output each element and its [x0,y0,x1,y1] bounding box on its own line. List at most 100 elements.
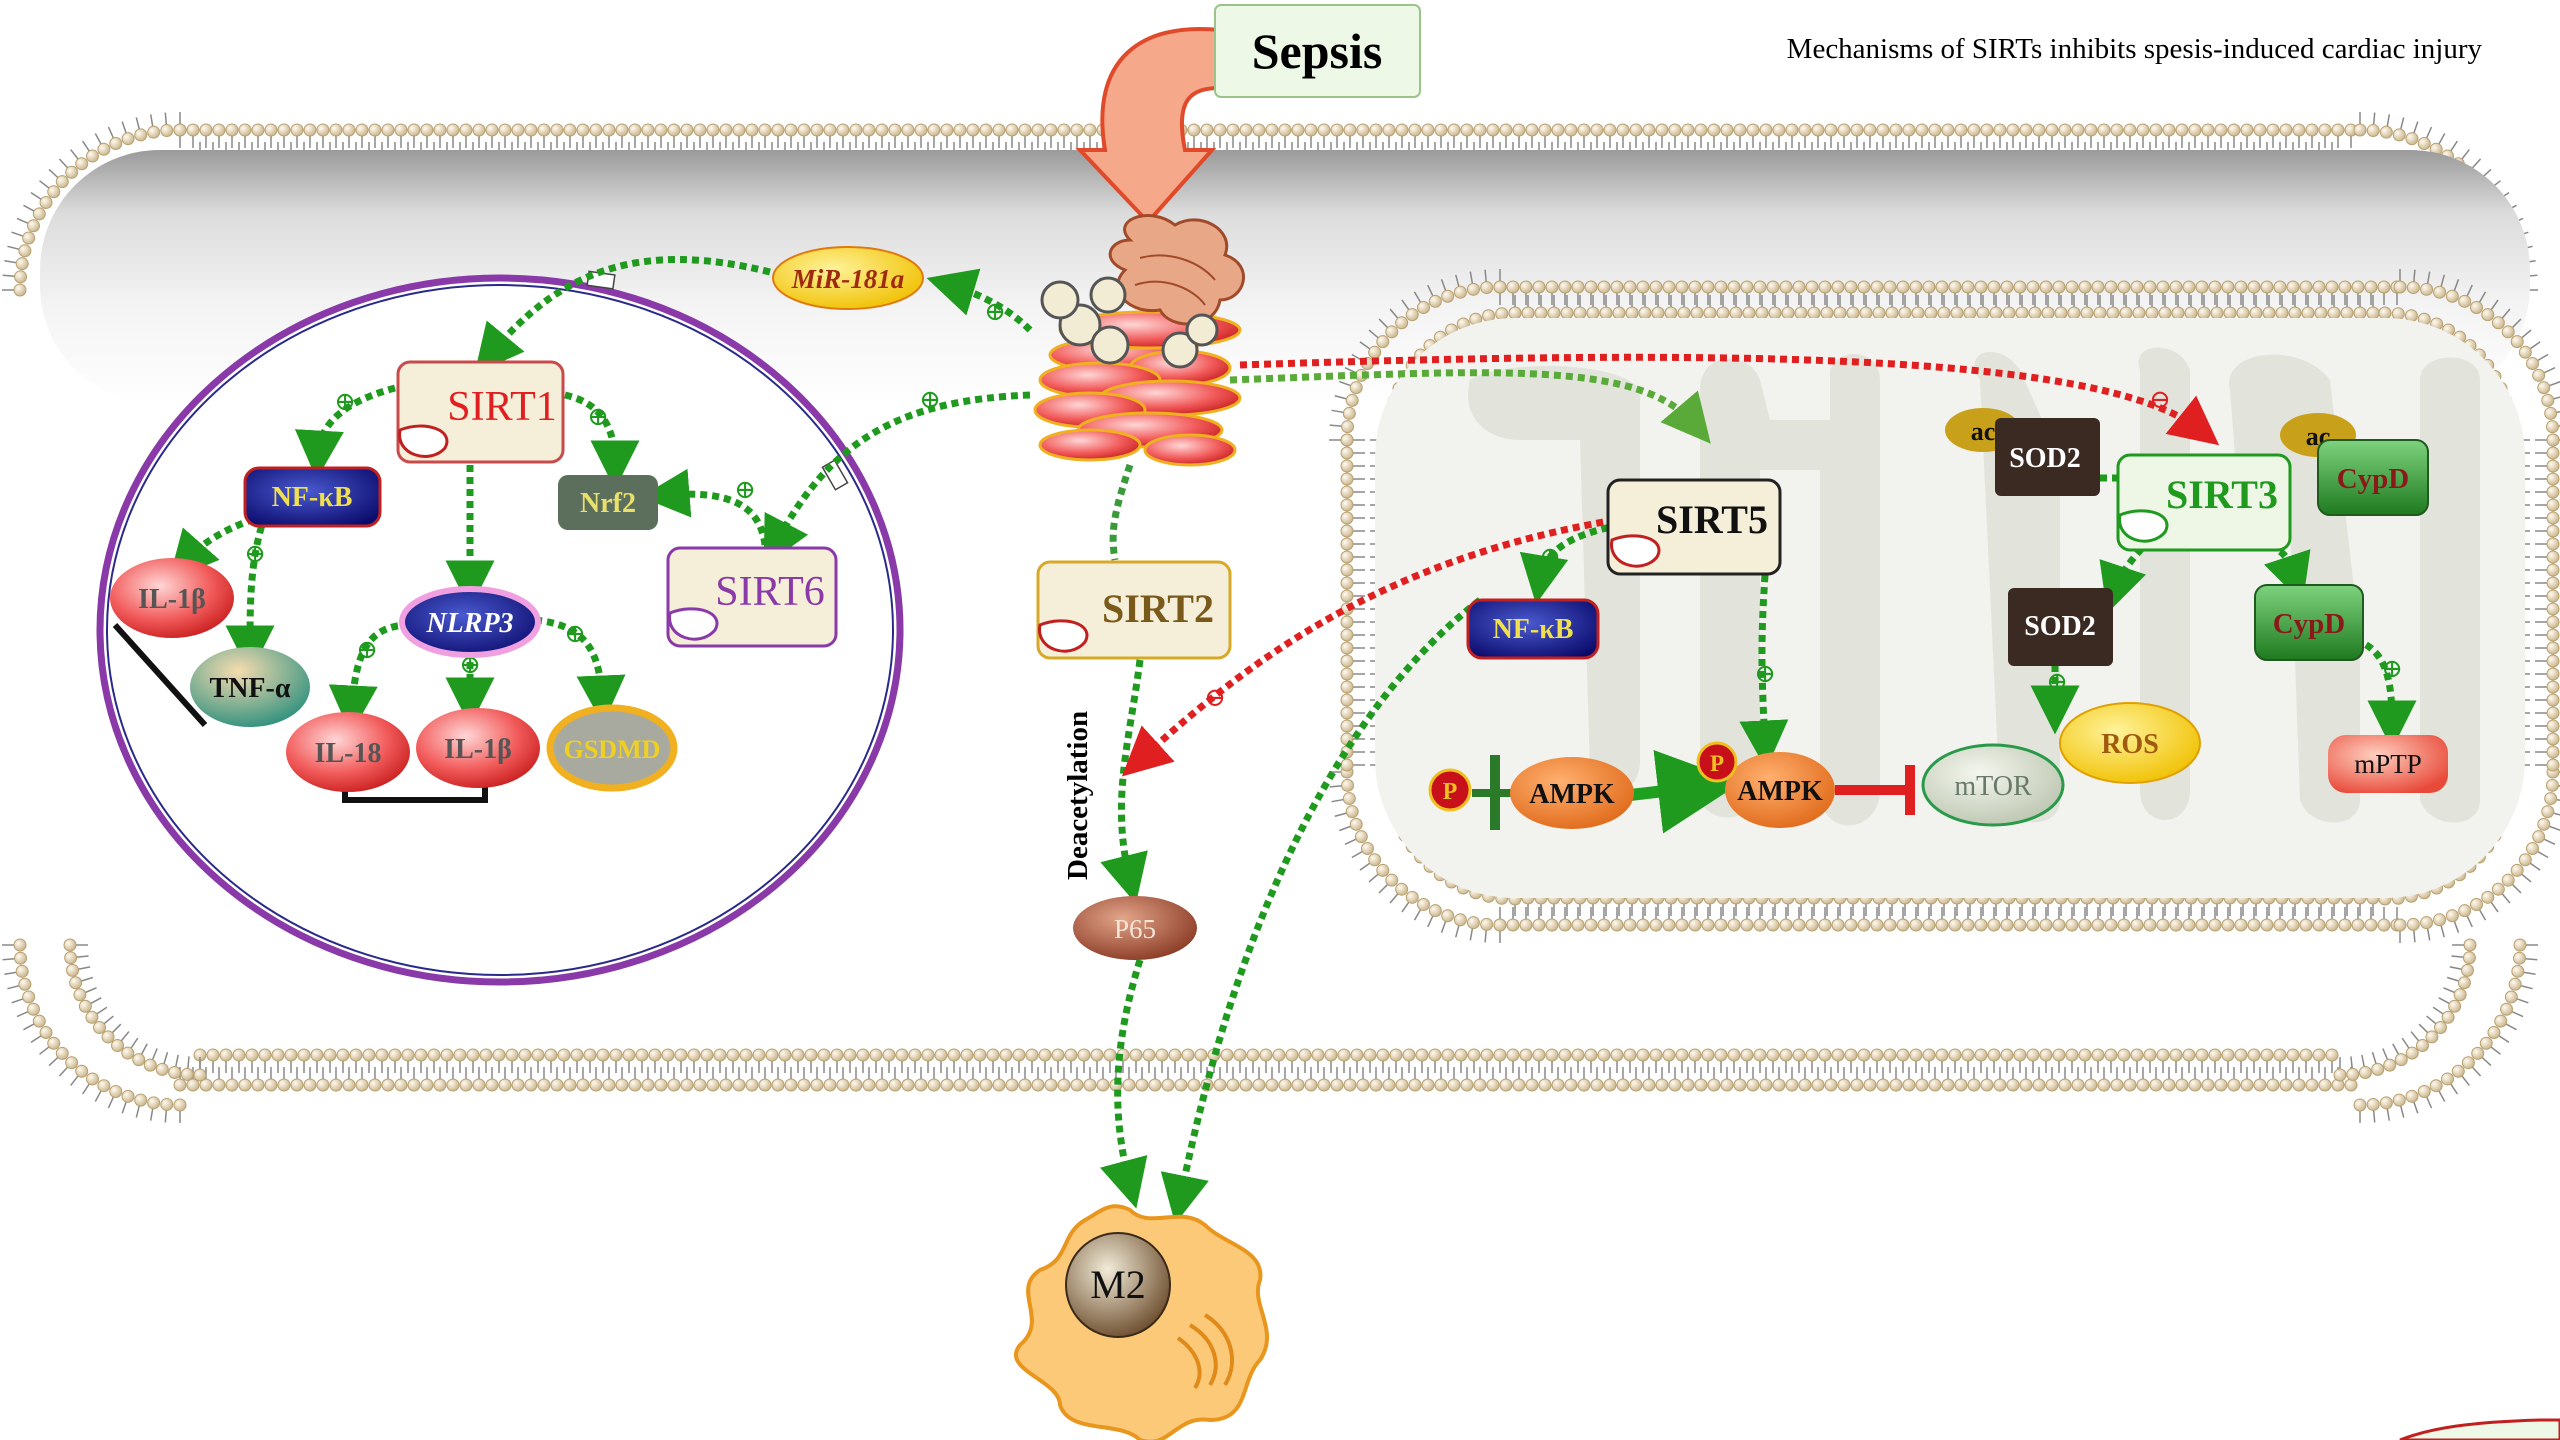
lipid-head [2458,904,2472,918]
lipid-head [1649,280,1663,294]
ampk2-label: AMPK [1737,776,1823,807]
lipid-head [1863,1078,1877,1092]
lipid-head [1811,123,1825,137]
lipid-head [706,1078,720,1092]
lipid-head [498,1078,512,1092]
plus-sign: ⊕ [1539,542,1561,571]
gsdmd-label: GSDMD [564,735,661,764]
lipid-head [1460,1078,1474,1092]
lipid-head [2546,745,2560,759]
lipid-head [1837,123,1851,137]
lipid-head [1376,863,1390,877]
lipid-head [342,123,356,137]
lipid-head [32,207,46,221]
lipid-head [1499,1078,1513,1092]
deacetylation-label: Deacetylation [1062,711,1094,880]
lipid-head [1564,1078,1578,1092]
lipid-head [47,185,61,199]
lipid-head [2351,280,2365,294]
lipid-head [2546,615,2560,629]
lipid-head [2182,280,2196,294]
lipid-head [1025,1048,1039,1062]
lipid-head [1340,472,1354,486]
lipid-head [18,977,32,991]
lipid-head [550,1078,564,1092]
lipid-head [667,1078,681,1092]
lipid-head [1142,1048,1156,1062]
lipid-head [2546,563,2560,577]
lipid-head [1603,123,1617,137]
cypd-mid-node: CypD [2254,584,2364,661]
lipid-head [849,123,863,137]
lipid-head [1993,1078,2007,1092]
lipid-head [2039,918,2053,932]
lipid-head [1278,1078,1292,1092]
lipid-head [1922,280,1936,294]
diagram-title: Mechanisms of SIRTs inhibits spesis-indu… [1787,33,2483,65]
lipid-head [1623,1048,1637,1062]
lipid-head [2195,1048,2209,1062]
lipid-head [791,1048,805,1062]
lipid-head [1417,898,1430,912]
lipid-head [2457,976,2471,990]
lipid-head [1625,306,1639,320]
lipid-head [1538,1078,1552,1092]
lipid-head [1342,406,1356,420]
lipid-head [2546,589,2560,603]
lipid-head [2006,123,2020,137]
lipid-head [427,1048,441,1062]
sirt3-label: SIRT3 [2166,472,2278,517]
lipid-head [576,1078,590,1092]
lipid-head [2067,306,2081,320]
lipid-head [1083,1078,1097,1092]
lipid-head [1005,123,1019,137]
lipid-head [2247,280,2261,294]
lipid-head [2546,693,2560,707]
lipid-head [849,1078,863,1092]
lipid-head [1753,1048,1767,1062]
lipid-head [1571,280,1585,294]
lipid-head [1714,918,1728,932]
lipid-head [2429,1079,2443,1093]
lipid-head [147,1096,161,1110]
lipid-head [2175,1078,2189,1092]
lipid-head [2461,1056,2475,1070]
lipid-head [596,1048,610,1062]
lipid-head [316,123,330,137]
lipid-head [2260,1048,2274,1062]
lipid-head [1902,1078,1916,1092]
lipid-head [1005,1078,1019,1092]
lipid-head [1961,918,1975,932]
lipid-head [1967,1078,1981,1092]
lipid-head [1345,805,1359,819]
lipid-head [1051,1048,1065,1062]
lipid-head [2262,306,2276,320]
lipid-head [2286,918,2300,932]
lipid-head [1368,853,1382,867]
lipid-head [2546,576,2560,590]
lipid-head [1122,1078,1136,1092]
lipid-head [2508,977,2522,991]
lipid-head [2013,918,2027,932]
lipid-head [817,1048,831,1062]
lipid-head [1340,563,1354,577]
lipid-head [2546,732,2560,746]
lipid-head [1349,381,1363,395]
lipid-head [2353,306,2367,320]
lipid-head [1298,1048,1312,1062]
lipid-head [2223,306,2237,320]
lipid-head [1924,306,1938,320]
lipid-head [2406,281,2420,295]
lipid-head [1246,1048,1260,1062]
lipid-head [2546,446,2560,460]
lipid-head [557,1048,571,1062]
lipid-head [2234,918,2248,932]
lipid-head [2487,1026,2501,1040]
lipid-head [1473,123,1487,137]
lipid-head [85,1072,99,1086]
lipid-head [1896,280,1910,294]
m2-macrophage: M2 [1014,1204,1270,1440]
plus-sign: ⊕ [334,387,356,416]
lipid-head [1558,918,1572,932]
lipid-head [1564,123,1578,137]
